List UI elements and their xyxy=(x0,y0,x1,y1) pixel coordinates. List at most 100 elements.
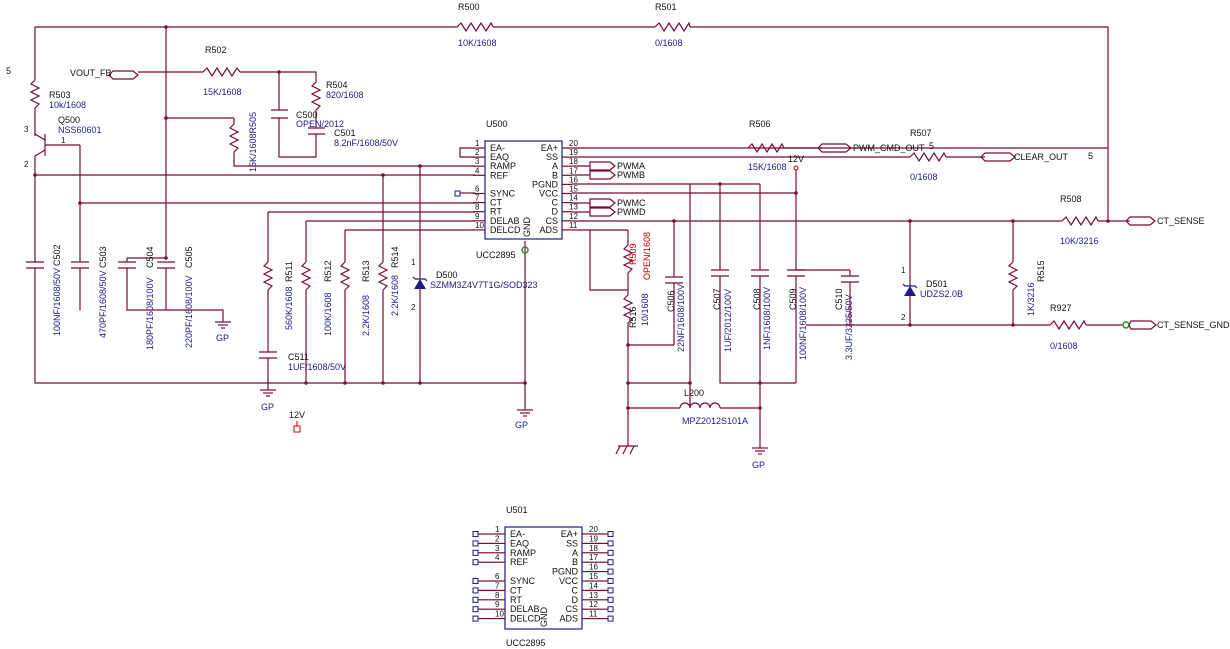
l200-value: MPZ2012S101A xyxy=(682,416,748,426)
resistor-r505[interactable]: 15K/1608R505 xyxy=(228,112,258,172)
power-12v-a: 12V xyxy=(788,154,804,171)
capacitor-c500[interactable]: C500 OPEN/2012 xyxy=(271,109,344,129)
pin-name: SYNC xyxy=(490,189,516,199)
net-ct-sense[interactable]: CT_SENSE xyxy=(1125,216,1205,226)
transistor-q500[interactable]: Q500 NSS60601 3 2 1 xyxy=(24,115,102,169)
q500-pin1: 1 xyxy=(61,136,66,145)
c502-label: 100NF/1608/50V xyxy=(52,268,62,336)
pin-name: EA- xyxy=(490,143,505,153)
c508-ref: C508 xyxy=(752,288,762,310)
zener-d501[interactable]: D501 UDZS2.0B 1 2 xyxy=(901,266,963,322)
v12-a-label: 12V xyxy=(788,154,804,164)
net-ct-sense-gnd[interactable]: CT_SENSE_GND xyxy=(1122,320,1230,330)
pin-number: 12 xyxy=(589,600,598,609)
pin-17: 17B xyxy=(552,166,578,180)
r500-value: 10K/1608 xyxy=(458,38,497,48)
zener-d500[interactable]: D500 SZMM3Z4V7T1G/SOD323 1 2 xyxy=(411,258,538,312)
pin-number: 9 xyxy=(495,600,500,609)
r504-value: 820/1608 xyxy=(326,90,364,100)
resistor-r506[interactable]: R506 15K/1608 xyxy=(747,119,787,172)
c511-value: 1UF/1608/50V xyxy=(288,362,346,372)
capacitor-c503[interactable]: 470PF/1608/50V C503 xyxy=(71,246,108,338)
pin-name: PGND xyxy=(532,179,559,189)
pin-14: 14C xyxy=(552,194,579,208)
c503-ref: C503 xyxy=(98,246,108,268)
c503-value: 470PF/1608/50V xyxy=(98,270,108,338)
pin-number: 15 xyxy=(589,572,598,581)
pin-number: 16 xyxy=(589,563,598,572)
pin-number: 7 xyxy=(475,194,480,203)
resistor-r927[interactable]: R927 0/1608 xyxy=(1049,303,1087,351)
clear-out-label: CLEAR_OUT xyxy=(1014,152,1069,162)
r506-ref: R506 xyxy=(749,119,771,129)
ic-u501[interactable]: U501 UCC2895 GND xyxy=(504,505,583,648)
capacitor-c510[interactable]: C510 3.3UF/3225/50V xyxy=(834,275,859,360)
capacitor-c502[interactable]: 100NF/1608/50V C502 xyxy=(26,244,62,336)
net-clear-out[interactable]: CLEAR_OUT xyxy=(980,152,1069,162)
resistor-r514[interactable]: 2.2K/1608 R514 xyxy=(377,246,400,316)
pin-name: SS xyxy=(566,538,578,548)
resistor-r503[interactable]: R503 10k/1608 xyxy=(29,79,86,110)
resistor-r515[interactable]: 1K/3216 R515 xyxy=(1007,260,1046,316)
pin-number: 6 xyxy=(495,572,500,581)
resistor-r516[interactable]: 10/1608 R516 xyxy=(622,293,650,328)
u501-gnd: GND xyxy=(539,607,549,628)
resistor-r513[interactable]: 2.2K/1608 R513 xyxy=(339,260,371,336)
resistor-r500[interactable]: R500 10K/1608 xyxy=(456,2,497,48)
pin-number: 19 xyxy=(569,148,578,157)
r515-value: 1K/3216 xyxy=(1026,282,1036,316)
resistor-r507[interactable]: R507 0/1608 xyxy=(909,128,947,182)
pin-18: 18A xyxy=(552,157,578,171)
resistor-r508[interactable]: R508 10K/3216 xyxy=(1060,194,1099,246)
resistor-r509[interactable]: OPEN/1608 R509 xyxy=(622,232,652,280)
pin-18: 18A xyxy=(572,544,614,558)
net-pwmc[interactable]: PWMC xyxy=(589,198,646,208)
pin-name: DELCD xyxy=(490,225,521,235)
net-pwmd[interactable]: PWMD xyxy=(589,207,646,217)
r513-ref: R513 xyxy=(361,260,371,282)
pin-name: RT xyxy=(490,207,502,217)
q500-ref: Q500 xyxy=(58,115,80,125)
net-vout-fb[interactable]: VOUT_FB xyxy=(70,68,139,80)
resistor-r502[interactable]: R502 15K/1608 xyxy=(202,45,242,97)
net-pwmb[interactable]: PWMB xyxy=(589,170,645,180)
c510-value: 3.3UF/3225/50V xyxy=(844,294,854,360)
capacitor-c508[interactable]: C508 1NF/1608/100V xyxy=(751,269,772,350)
resistor-r512[interactable]: 100K/1608 R512 xyxy=(300,260,333,336)
net-pwma[interactable]: PWMA xyxy=(589,161,645,171)
c508-value: 1NF/1608/100V xyxy=(762,287,772,350)
capacitor-c501[interactable]: C501 8.2nF/1608/50V xyxy=(308,127,398,148)
capacitor-c509[interactable]: C509 100NF/1608/100V xyxy=(787,269,808,360)
pin-number: 4 xyxy=(495,553,500,562)
resistor-r501[interactable]: R501 0/1608 xyxy=(654,2,691,48)
pin-name: EAQ xyxy=(510,538,529,548)
chassis-ground xyxy=(615,445,638,455)
capacitor-c505[interactable]: 220PF/1608/100V C505 xyxy=(157,246,194,348)
ground-gp-3: GP xyxy=(260,389,276,412)
capacitor-c511[interactable]: C511 1UF/1608/50V xyxy=(259,351,346,372)
net-pwm-cmd-out[interactable]: PWM_CMD_OUT xyxy=(817,143,925,153)
resistor-r511[interactable]: 560K/1608 R511 xyxy=(262,261,294,330)
ic-u500[interactable]: U500 UCC2895 GND xyxy=(476,119,563,260)
capacitor-c504[interactable]: 180PF/1608/100V C504 xyxy=(118,246,155,350)
c507-ref: C507 xyxy=(712,288,722,310)
capacitor-c506[interactable]: C506 22NF/1608/100V xyxy=(665,276,686,352)
pin-number: 9 xyxy=(475,212,480,221)
gp-3-label: GP xyxy=(261,402,274,412)
d500-pin1: 1 xyxy=(411,258,416,267)
inductor-l200[interactable]: L200 MPZ2012S101A xyxy=(679,388,748,426)
resistor-r504[interactable]: R504 820/1608 xyxy=(310,80,364,111)
c510-ref: C510 xyxy=(834,288,844,310)
capacitor-c507[interactable]: C507 1UF/2012/100V xyxy=(711,269,733,352)
r512-value: 100K/1608 xyxy=(323,292,333,336)
q500-pin2: 2 xyxy=(24,160,29,169)
